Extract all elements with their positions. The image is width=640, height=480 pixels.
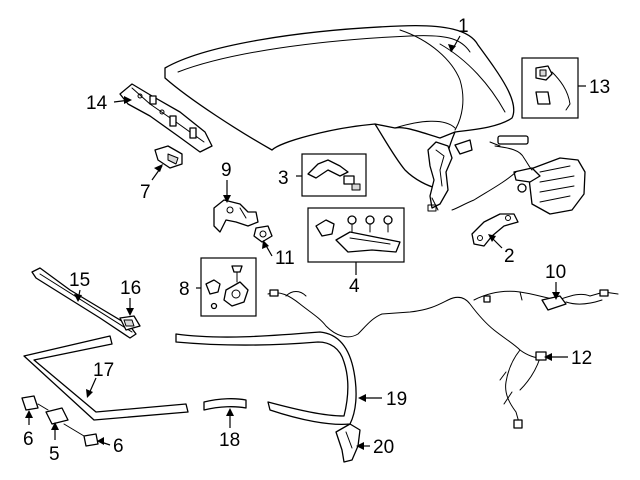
part-5-bracket bbox=[45, 407, 69, 425]
callout-18: 18 bbox=[219, 430, 240, 451]
part-8-box bbox=[200, 257, 257, 317]
clip-link-b bbox=[63, 423, 85, 437]
callout-10: 10 bbox=[545, 262, 566, 283]
callout-5: 5 bbox=[49, 444, 60, 465]
callout-labels: 1 2 3 4 5 6 6 7 8 9 10 11 12 13 14 15 16… bbox=[23, 16, 610, 465]
callout-9: 9 bbox=[221, 160, 232, 181]
clip-link bbox=[37, 403, 49, 411]
callout-19: 19 bbox=[386, 389, 407, 410]
leader-lines bbox=[25, 35, 586, 450]
callout-14: 14 bbox=[86, 93, 108, 114]
callout-6b: 6 bbox=[113, 436, 124, 457]
part-2-hinge-arm bbox=[471, 213, 519, 247]
callout-17: 17 bbox=[93, 360, 114, 381]
part-6-clip-a bbox=[21, 395, 39, 411]
part-12-cable-harness bbox=[267, 289, 547, 429]
part-3-latch-kit bbox=[301, 153, 367, 197]
callout-12: 12 bbox=[571, 348, 592, 369]
callout-2: 2 bbox=[504, 246, 515, 267]
part-19-rear-seal bbox=[175, 331, 357, 426]
part-7-clip bbox=[154, 145, 183, 169]
part-13-box bbox=[521, 57, 579, 119]
part-10-wire-harness bbox=[473, 289, 619, 311]
callout-3: 3 bbox=[278, 168, 289, 189]
part-3-box bbox=[301, 153, 367, 197]
callout-8: 8 bbox=[179, 279, 190, 300]
callout-6a: 6 bbox=[23, 429, 34, 450]
part-1-rear-frame bbox=[374, 123, 473, 212]
callout-13: 13 bbox=[589, 77, 610, 98]
part-15-seal-strip bbox=[31, 267, 137, 339]
callout-16: 16 bbox=[120, 278, 141, 299]
part-17-roof-seal bbox=[23, 335, 189, 421]
part-8-sensor-kit bbox=[200, 257, 257, 317]
part-16-clip bbox=[119, 315, 141, 331]
part-20-bracket bbox=[335, 423, 361, 463]
part-13-bracket-assembly bbox=[521, 57, 579, 119]
callout-15: 15 bbox=[69, 270, 90, 291]
callout-20: 20 bbox=[373, 437, 394, 458]
part-18-seal-section bbox=[203, 398, 247, 411]
callout-4: 4 bbox=[349, 276, 360, 297]
part-14-hinge-bracket bbox=[119, 83, 213, 153]
callout-1: 1 bbox=[458, 16, 469, 37]
callout-7: 7 bbox=[140, 182, 151, 203]
part-6-clip-b bbox=[83, 433, 99, 447]
part-1-roof-panel bbox=[164, 24, 515, 151]
part-4-hardware-kit bbox=[307, 207, 405, 263]
hydraulic-pump-unit bbox=[451, 135, 586, 215]
part-11-grommet bbox=[253, 225, 273, 243]
callout-11: 11 bbox=[275, 248, 295, 269]
part-9-latch bbox=[213, 199, 259, 233]
